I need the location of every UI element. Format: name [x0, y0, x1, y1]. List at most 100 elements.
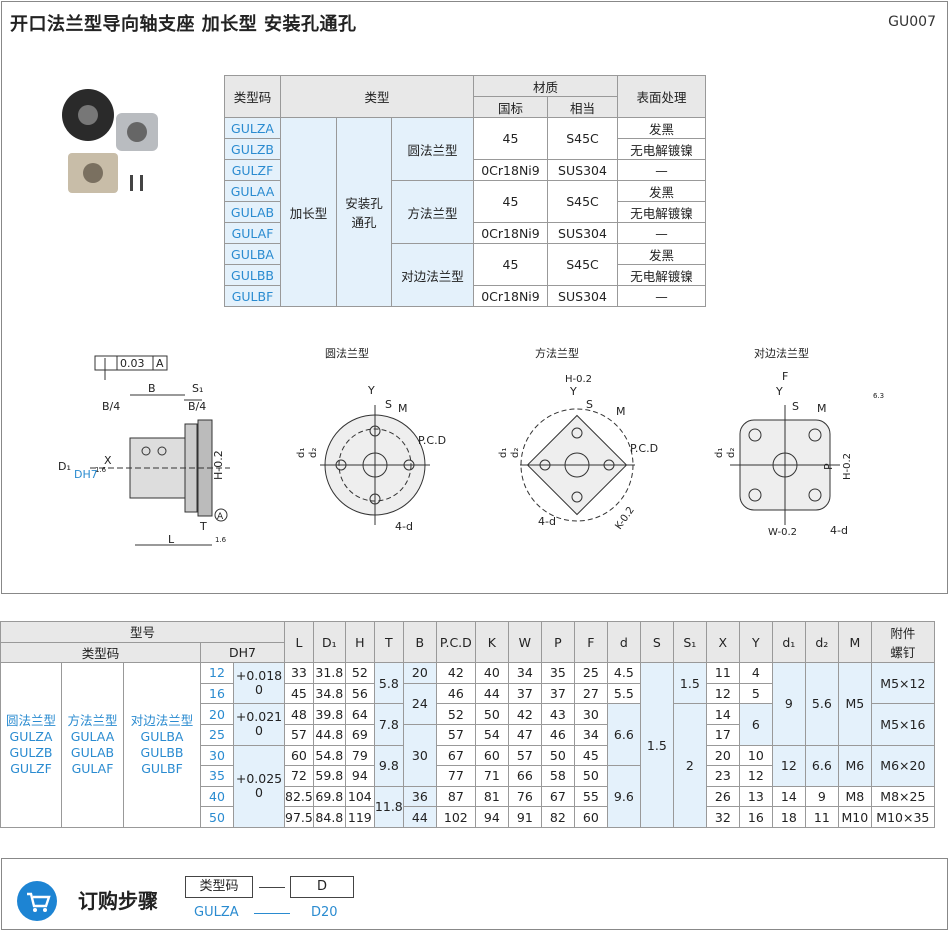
cell: 5 [738, 682, 773, 705]
roughness-2: 1.6 [215, 536, 227, 544]
dim-d1: D₁ [58, 460, 71, 473]
cell: 40 [474, 662, 509, 684]
cell: 43 [540, 703, 575, 725]
header-d1: D₁ [312, 620, 346, 664]
flatness-tolerance: 0.03 [120, 357, 145, 370]
cell-tol: +0.025 0 [233, 744, 285, 828]
cell: 55 [573, 785, 608, 808]
header-p: P [540, 620, 575, 664]
dim-d2: d₂ [308, 448, 319, 458]
dim-t: T [199, 520, 207, 533]
cell: 14 [771, 785, 806, 808]
cell: 35 [540, 662, 575, 684]
dim-dh7: DH7 [74, 468, 98, 481]
cell: 94 [344, 765, 375, 787]
cell: 34.8 [312, 682, 346, 705]
flange-type: 圆法兰型 [391, 117, 474, 181]
header-h: H [344, 620, 375, 664]
cell: 37 [540, 682, 575, 705]
cell: 23 [705, 765, 740, 787]
type-code: GULAB [224, 201, 281, 223]
cell: 6 [738, 703, 773, 746]
surface: 无电解镀镍 [617, 264, 706, 286]
order-steps: 订购步骤 类型码 D GULZA D20 [1, 858, 948, 930]
cell: 50 [474, 703, 509, 725]
dim-p: P [822, 463, 835, 470]
cell: 26 [705, 785, 740, 808]
header-b: B [402, 620, 437, 664]
type-code: GULBA [224, 243, 281, 265]
cell: 54.8 [312, 744, 346, 767]
cell: M6 [837, 744, 872, 787]
cell: 1.5 [639, 662, 674, 828]
cell: 32 [705, 806, 740, 828]
cell: 9 [804, 785, 839, 808]
header-d1-small: d₁ [771, 620, 806, 664]
header-m: M [837, 620, 872, 664]
surface: — [617, 159, 706, 181]
type-code: GULZA [224, 117, 281, 139]
dim-y: Y [775, 385, 783, 398]
cell: 57 [507, 744, 542, 767]
dim-w: W-0.2 [768, 527, 797, 538]
cell: 30 [573, 703, 608, 725]
header-w: W [507, 620, 542, 664]
example-diameter: D20 [311, 905, 338, 920]
cell: 39.8 [312, 703, 346, 725]
dim-m: M [398, 402, 408, 415]
material-equiv: S45C [547, 117, 618, 160]
cell: 66 [507, 765, 542, 787]
cell: 72 [284, 765, 314, 787]
datum-label: A [156, 357, 164, 370]
cell: 59.8 [312, 765, 346, 787]
cell: 82.5 [284, 785, 314, 808]
dim-4d: 4-d [830, 524, 848, 537]
header-std: 国标 [473, 96, 548, 118]
cell-d: 30 [200, 744, 234, 767]
cell: 20 [402, 662, 437, 684]
cell: 71 [474, 765, 509, 787]
cell: 91 [507, 806, 542, 828]
cell: 42 [435, 662, 476, 684]
material-equiv: S45C [547, 243, 618, 286]
dim-pcd: P.C.D [630, 442, 658, 455]
cell: 67 [435, 744, 476, 767]
dim-s: S [792, 400, 799, 413]
cell: 33 [284, 662, 314, 684]
cell: 82 [540, 806, 575, 828]
cell: 7.8 [373, 703, 404, 746]
dim-x: X [104, 454, 112, 467]
dim-4d: 4-d [395, 520, 413, 533]
cell: M8 [837, 785, 872, 808]
cell: 67 [540, 785, 575, 808]
product-photo [62, 89, 158, 193]
surface: 发黑 [617, 117, 706, 139]
cell: 12 [738, 765, 773, 787]
cell: 1.5 [672, 662, 707, 705]
cell: 52 [435, 703, 476, 725]
dim-d1: d₁ [296, 448, 307, 458]
length-type: 加长型 [280, 117, 337, 307]
cell: 16 [738, 806, 773, 828]
cell: 5.6 [804, 662, 839, 746]
cell: 6.6 [606, 703, 641, 767]
cell: 4.5 [606, 662, 641, 684]
cell: 44.8 [312, 723, 346, 746]
roughness: 1.6 [95, 466, 107, 474]
type-code: GULBB [224, 264, 281, 286]
type-codes-side-cut: 对边法兰型 GULBA GULBB GULBF [123, 662, 201, 828]
header-model: 型号 [0, 621, 285, 643]
cell: 12 [705, 682, 740, 705]
cell: 2 [672, 703, 707, 828]
cell: 17 [705, 723, 740, 746]
dim-4d: 4-d [538, 515, 556, 528]
cell: 102 [435, 806, 476, 828]
example-type-code: GULZA [194, 905, 239, 920]
separator [259, 887, 285, 888]
cell: 48 [284, 703, 314, 725]
cell: 34 [573, 723, 608, 746]
header-screw: 附件 螺钉 [870, 620, 935, 664]
material: 0Cr18Ni9 [473, 159, 548, 181]
cell-tol: +0.018 0 [233, 662, 285, 705]
cell: 30 [402, 723, 437, 787]
